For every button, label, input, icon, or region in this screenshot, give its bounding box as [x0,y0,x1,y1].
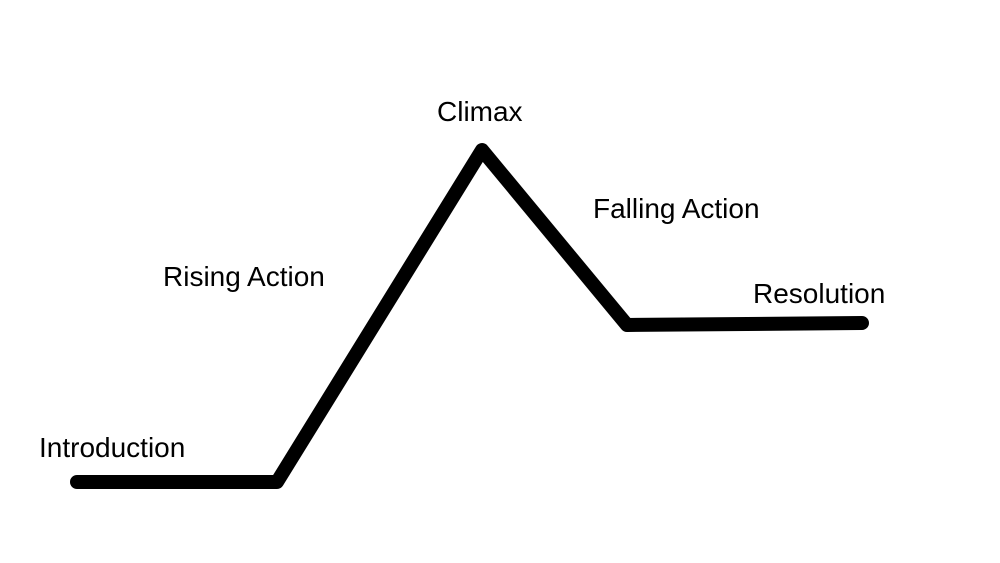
introduction-label: Introduction [39,432,186,463]
plot-arc-line [70,143,869,489]
falling-action-label: Falling Action [593,193,760,224]
climax-label: Climax [437,96,523,127]
resolution-label: Resolution [753,278,886,309]
rising-action-label: Rising Action [163,261,325,292]
